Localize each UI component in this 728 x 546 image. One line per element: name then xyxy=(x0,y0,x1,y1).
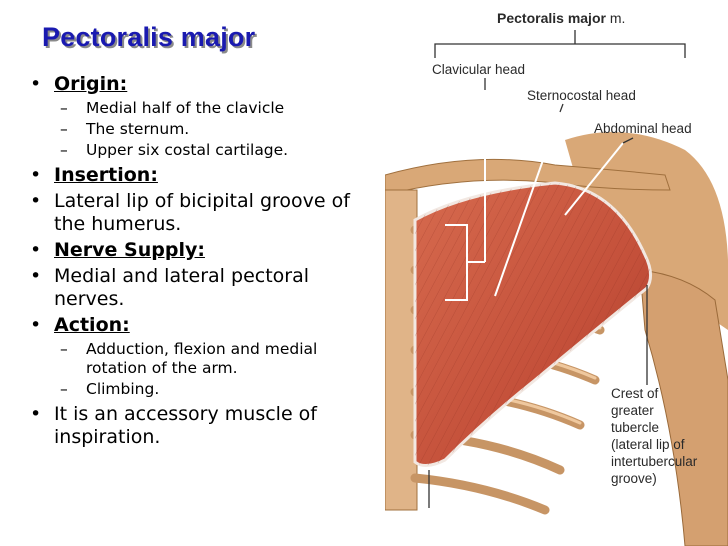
action-item: –Adduction, flexion and medial rotation … xyxy=(60,340,318,377)
figure-label-crest: Crest of greater tubercle (lateral lip o… xyxy=(611,386,698,486)
label-pointer-lines-dark xyxy=(428,30,686,508)
bullet-insertion-text: • Lateral lip of bicipital groove of the… xyxy=(30,190,350,235)
label-pointer-lines xyxy=(445,90,624,301)
insertion-label: Insertion: xyxy=(54,164,158,186)
bullet-origin: • Origin: xyxy=(28,73,378,96)
figure-label-clavicular: Clavicular head xyxy=(432,62,526,77)
origin-item: –Upper six costal cartilage. xyxy=(60,141,289,159)
figure-label-main: Pectoralis major m. xyxy=(497,10,626,26)
action-label: Action: xyxy=(54,314,130,336)
figure-label-abdominal: Abdominal head xyxy=(594,121,692,136)
humerus-bone xyxy=(639,269,728,546)
origin-label: Origin: xyxy=(54,73,128,95)
bullet-nerve-text: • Medial and lateral pectoral nerves. xyxy=(30,265,310,310)
bullet-list: • Origin: –Medial half of the clavicle –… xyxy=(28,73,378,452)
slide-title: Pectoralis major xyxy=(42,22,256,52)
origin-item: –The sternum. xyxy=(60,120,190,138)
nerve-supply-label: Nerve Supply: xyxy=(54,239,205,261)
action-item: –Climbing. xyxy=(60,380,160,398)
origin-item: –Medial half of the clavicle xyxy=(60,99,285,117)
bullet-nerve-supply: • Nerve Supply: xyxy=(30,239,205,261)
bullet-accessory: • It is an accessory muscle of inspirati… xyxy=(30,403,317,448)
bullet-action: • Action: xyxy=(30,314,130,336)
figure-label-sternocostal: Sternocostal head xyxy=(527,88,636,103)
anatomy-figure: Pectoralis major m. Clavicular head Ster… xyxy=(385,0,728,546)
clavicle-bone xyxy=(385,158,671,196)
bullet-insertion: • Insertion: xyxy=(30,164,158,186)
bullet-dot: • xyxy=(30,73,42,95)
pectoralis-illustration xyxy=(385,30,728,546)
